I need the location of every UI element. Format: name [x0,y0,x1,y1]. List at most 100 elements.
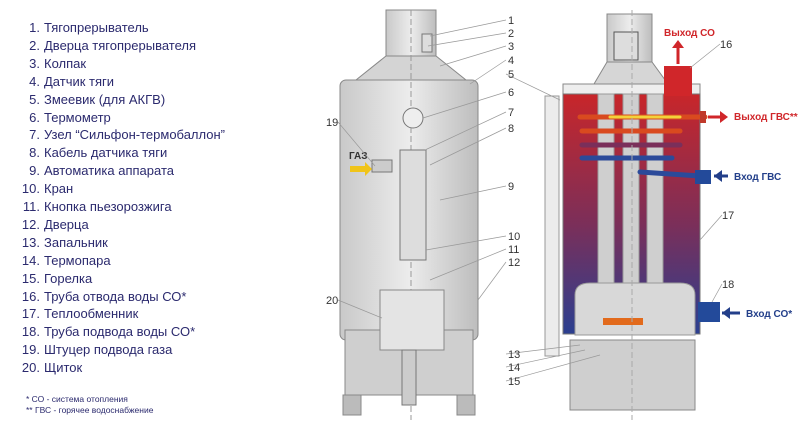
callout-number: 12 [508,257,520,269]
legend-item: 18.Труба подвода воды СО* [0,324,195,339]
legend-number: 14. [21,252,40,268]
callout-number: 11 [508,244,519,256]
callout-line [477,261,507,301]
gas-label: ГАЗ [349,151,368,162]
legend-label: Змеевик (для АКГВ) [44,91,166,107]
legend-label: Автоматика аппарата [44,163,174,179]
callout-line [505,344,581,355]
legend-number: 19. [21,342,40,358]
legend-label: Штуцер подвода газа [44,342,173,358]
callout-number: 5 [508,69,514,81]
callout-number: 2 [508,28,514,40]
callout-number: 15 [508,376,520,388]
callout-line [505,354,601,382]
callout-number: 7 [508,107,514,119]
legend-label: Кабель датчика тяги [44,145,168,161]
legend-item: 12.Дверца [0,217,89,232]
legend-item: 4.Датчик тяги [0,74,114,89]
footnote-co: * СО - система отопления [26,394,128,404]
legend-number: 7. [29,127,40,143]
callout-number: 8 [508,123,514,135]
gvs-out-label: Выход ГВС** [734,112,798,123]
legend-item: 10.Кран [0,181,73,196]
legend-item: 5.Змеевик (для АКГВ) [0,92,165,107]
callout-line [699,214,723,241]
legend-item: 3.Колпак [0,56,86,71]
legend-number: 9. [29,163,40,179]
callout-line [711,283,723,303]
legend-number: 17. [21,306,40,322]
legend-number: 13. [21,234,40,250]
legend-number: 8. [29,145,40,161]
legend-number: 11. [22,199,40,214]
callout-number: 4 [508,55,514,67]
legend-item: 8.Кабель датчика тяги [0,145,167,160]
callout-line [429,19,507,37]
legend-number: 1. [29,20,40,35]
callout-line [689,43,721,69]
co-in-label: Вход СО* [746,309,792,320]
callout-line [429,127,507,166]
callout-line [337,121,376,167]
legend-item: 9.Автоматика аппарата [0,163,174,178]
legend-label: Горелка [44,270,93,286]
callout-number: 9 [508,181,514,193]
legend-label: Узел “Сильфон-термобаллон” [44,127,225,143]
callout-number: 10 [508,231,520,243]
callout-number: 1 [508,15,514,27]
legend-label: Дверца [44,216,89,232]
callout-number: 18 [722,279,734,291]
callout-line [422,91,507,119]
legend-item: 20.Щиток [0,360,82,375]
legend-label: Термопара [44,252,111,268]
legend-label: Запальник [44,234,108,250]
callout-line [505,349,586,368]
callout-line [429,248,507,281]
callout-line [439,45,507,67]
legend-label: Теплообменник [44,306,139,322]
legend-label: Колпак [44,55,87,71]
boiler-exterior [339,9,479,420]
callout-number: 20 [326,295,338,307]
callout-number: 13 [508,349,520,361]
legend-label: Труба подвода воды СО* [44,324,196,340]
legend-label: Датчик тяги [44,73,115,89]
callout-number: 17 [722,210,734,222]
legend-item: 19.Штуцер подвода газа [0,342,172,357]
legend-item: 7.Узел “Сильфон-термобаллон” [0,127,225,142]
legend-item: 2.Дверца тягопрерывателя [0,38,196,53]
callout-number: 16 [720,39,732,51]
callout-line [425,235,507,251]
legend-number: 20. [21,360,40,376]
callout-number: 3 [508,41,514,53]
legend-number: 16. [21,288,40,304]
legend-number: 3. [29,55,40,71]
legend-number: 12. [21,216,40,232]
legend-label: Кнопка пьезорозжига [44,199,172,214]
legend-item: 16.Труба отвода воды СО* [0,288,187,304]
gas-arrow-icon [350,162,372,176]
legend-label: Тягопрерыватель [44,20,149,35]
legend-label: Труба отвода воды СО* [44,288,187,304]
gvs-in-label: Вход ГВС [734,172,781,183]
legend-number: 15. [21,270,40,286]
legend-item: 14.Термопара [0,253,111,268]
legend-label: Кран [44,181,74,197]
callout-line [424,111,507,151]
legend-number: 5. [29,91,40,107]
legend-number: 10. [21,181,40,197]
legend-item: 13.Запальник [0,235,108,250]
callout-line [469,59,507,85]
callout-number: 19 [326,117,338,129]
legend-number: 18. [21,324,40,340]
legend-item: 11. Кнопка пьезорозжига [0,199,172,214]
footnote-gvs: ** ГВС - горячее водоснабжение [26,405,154,415]
legend-item: 17.Теплообменник [0,306,138,321]
callout-line [505,73,561,101]
hot-coil [577,114,708,179]
co-out-arrow-icon [672,40,684,48]
legend-number: 6. [29,109,40,125]
co-out-label: Выход СО [664,28,715,39]
